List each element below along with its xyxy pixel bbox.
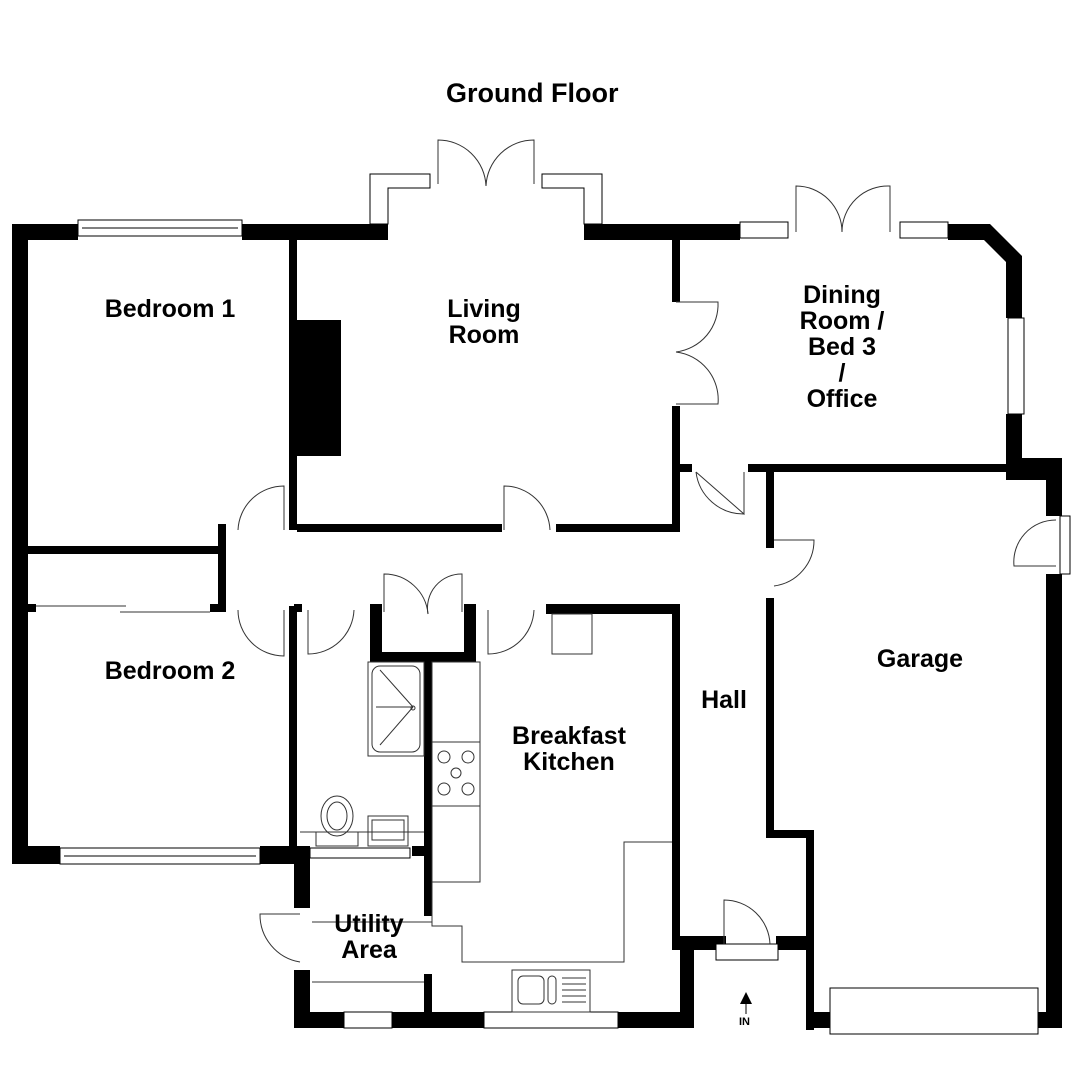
fixtures: [36, 605, 672, 1013]
arrow-up-icon: [740, 992, 752, 1014]
room-label-bedroom-1: Bedroom 1: [104, 295, 236, 323]
room-label-dining-room: Dining Room / Bed 3 / Office: [799, 281, 885, 413]
walls: [12, 224, 1062, 1030]
room-label-bedroom-2: Bedroom 2: [104, 657, 236, 685]
room-label-breakfast-kitchen: Breakfast Kitchen: [512, 722, 626, 776]
room-label-garage: Garage: [876, 645, 964, 673]
room-label-utility-area: Utility Area: [334, 910, 404, 964]
doors: [237, 139, 1057, 963]
windows: [59, 173, 1071, 1035]
room-label-hall: Hall: [701, 686, 747, 714]
entrance-label: IN: [739, 1016, 750, 1028]
room-label-living-room: Living Room: [447, 295, 521, 349]
page-title: Ground Floor: [446, 78, 619, 108]
